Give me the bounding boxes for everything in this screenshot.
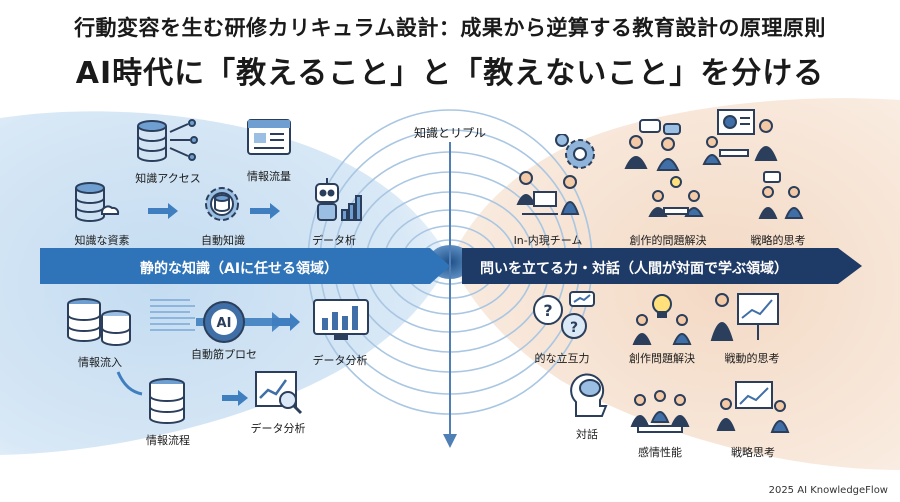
question-bubbles-icon: ? ? <box>533 291 595 339</box>
whiteboard-team-icon <box>758 171 804 219</box>
label-knowledge-access: 知識アクセス <box>135 172 201 185</box>
svg-text:?: ? <box>570 320 578 336</box>
brain-head-icon <box>570 373 608 417</box>
label-knowledge-resource: 知識な資素 <box>74 234 130 247</box>
svg-text:AI: AI <box>217 316 232 331</box>
left-band-arrow <box>40 248 450 284</box>
page-title: 行動変容を生む研修カリキュラム設計：成果から逆算する教育設計の原理原則 <box>74 16 826 40</box>
label-info-process: 情報流程 <box>146 434 190 447</box>
chart-presenter-icon <box>716 381 790 433</box>
label-data-analysis-1: データ析 <box>312 234 356 247</box>
footer-credit: 2025 AI KnowledgeFlow <box>768 485 888 496</box>
page-subtitle: AI時代に「教えること」と「教えないこと」を分ける <box>75 56 825 91</box>
magnifier-chart-icon <box>255 371 303 415</box>
label-strategic-thinking-1: 戦略的思考 <box>750 234 806 247</box>
server-stack-icon <box>67 298 131 346</box>
team-gear-icon <box>516 134 595 215</box>
lightbulb-people-icon <box>632 294 692 345</box>
label-dynamic-thinking: 戦動的思考 <box>724 352 780 365</box>
label-strategic-thinking-2: 戦略思考 <box>731 446 775 459</box>
stream-lines <box>150 299 195 331</box>
gear-database-icon <box>205 187 239 221</box>
left-band-label: 静的な知識（AIに任せる領域） <box>140 261 339 277</box>
label-emotional-performance: 感情性能 <box>638 446 682 459</box>
label-auto-knowledge: 自動知識 <box>201 234 245 247</box>
label-inner-team: In-内現チーム <box>513 234 583 247</box>
label-mutual-ability: 的な立互力 <box>534 352 590 365</box>
database-cloud-icon <box>75 182 120 222</box>
presentation-icon <box>702 109 778 165</box>
label-info-flow: 情報流量 <box>247 170 291 183</box>
svg-text:?: ? <box>543 301 552 320</box>
group-talk-icon <box>630 390 690 433</box>
label-data-analysis-3: データ分析 <box>250 422 306 435</box>
center-label: 知識とリプル <box>413 126 486 140</box>
label-auto-process: 自動筋プロセ <box>191 348 257 361</box>
discussion-icon <box>624 119 681 171</box>
table-meeting-icon <box>648 176 704 217</box>
whiteboard-icon <box>710 293 779 341</box>
label-data-analysis-2: データ分析 <box>312 354 368 367</box>
monitor-chart-icon <box>313 299 369 340</box>
browser-window-icon <box>247 119 291 155</box>
database-icon <box>149 378 185 424</box>
label-creative-problem-solving-2: 創作問題解決 <box>629 352 695 365</box>
label-dialogue: 対話 <box>576 428 598 441</box>
right-band-label: 問いを立てる力・対話（人間が対面で学ぶ領域） <box>480 261 788 277</box>
database-network-icon <box>137 119 198 162</box>
label-info-inflow: 情報流入 <box>78 356 122 369</box>
robot-chart-icon <box>315 178 362 221</box>
ai-chip-icon: AI <box>203 301 245 343</box>
vertical-axis-arrowhead <box>443 434 457 448</box>
label-creative-problem-solving-1: 創作的問題解決 <box>629 234 707 247</box>
right-region <box>450 98 900 471</box>
right-band-arrow <box>462 248 862 284</box>
